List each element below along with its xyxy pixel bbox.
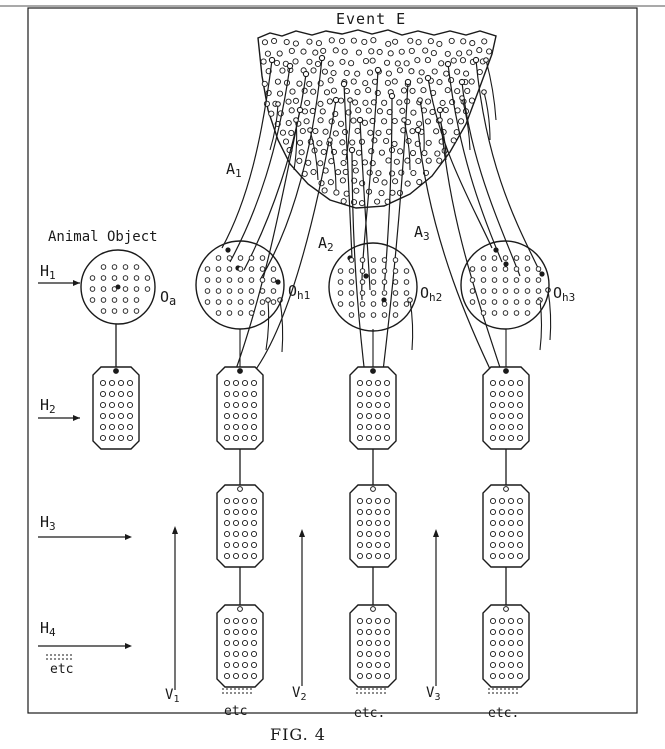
object-circle-h1 [195, 240, 285, 330]
object-circle-h2 [328, 242, 418, 332]
figure-caption: FIG. 4 [270, 725, 326, 744]
vertical-v2: V2 [292, 529, 306, 703]
vertical-v3: V3 [426, 529, 440, 703]
object-label-oh3: Oh3 [553, 284, 575, 304]
neuron-card [216, 604, 264, 688]
connection-fibers [221, 54, 552, 417]
neuron-card [349, 484, 397, 568]
neuron-card [349, 366, 397, 450]
page-border [27, 7, 638, 714]
neuron-card-columns [92, 324, 530, 688]
neuron-card [349, 604, 397, 688]
animal-object-label: Animal Object [48, 229, 158, 245]
level-h3: H3 [38, 513, 132, 540]
etc-column-1: etc [222, 688, 254, 719]
level-h1: H1 [38, 262, 80, 286]
svg-text:V2: V2 [292, 685, 306, 703]
neuron-card [216, 484, 264, 568]
neuron-card [482, 604, 530, 688]
path-label-a1: A1 [226, 160, 242, 180]
object-label-oa: Oa [160, 288, 176, 308]
etc-column-3: etc. [488, 688, 520, 721]
etc-column-2: etc. [354, 688, 388, 721]
svg-text:H3: H3 [40, 513, 56, 533]
svg-text:H1: H1 [40, 262, 56, 282]
level-h2: H2 [38, 396, 80, 421]
etc-label-h4: etc [50, 662, 73, 677]
level-h4: H4 etc [38, 619, 132, 677]
etc-label-col2: etc. [354, 706, 385, 721]
animal-object-circle [80, 249, 156, 325]
object-label-oh2: Oh2 [420, 284, 442, 304]
neuron-card [216, 366, 264, 450]
object-circle-h3 [460, 240, 550, 330]
etc-label-col1: etc [224, 704, 247, 719]
vertical-v1: V1 [165, 526, 179, 705]
etc-label-col3: etc. [488, 706, 519, 721]
path-label-a2: A2 [318, 234, 334, 254]
object-label-oh1: Oh1 [288, 282, 310, 302]
svg-text:H2: H2 [40, 396, 56, 416]
path-label-a3: A3 [414, 223, 430, 243]
event-label: Event E [336, 10, 406, 28]
neuron-card [92, 366, 140, 450]
neuron-card [482, 366, 530, 450]
svg-text:H4: H4 [40, 619, 56, 639]
neuron-card [482, 484, 530, 568]
svg-text:V1: V1 [165, 687, 179, 705]
svg-text:V3: V3 [426, 685, 440, 703]
